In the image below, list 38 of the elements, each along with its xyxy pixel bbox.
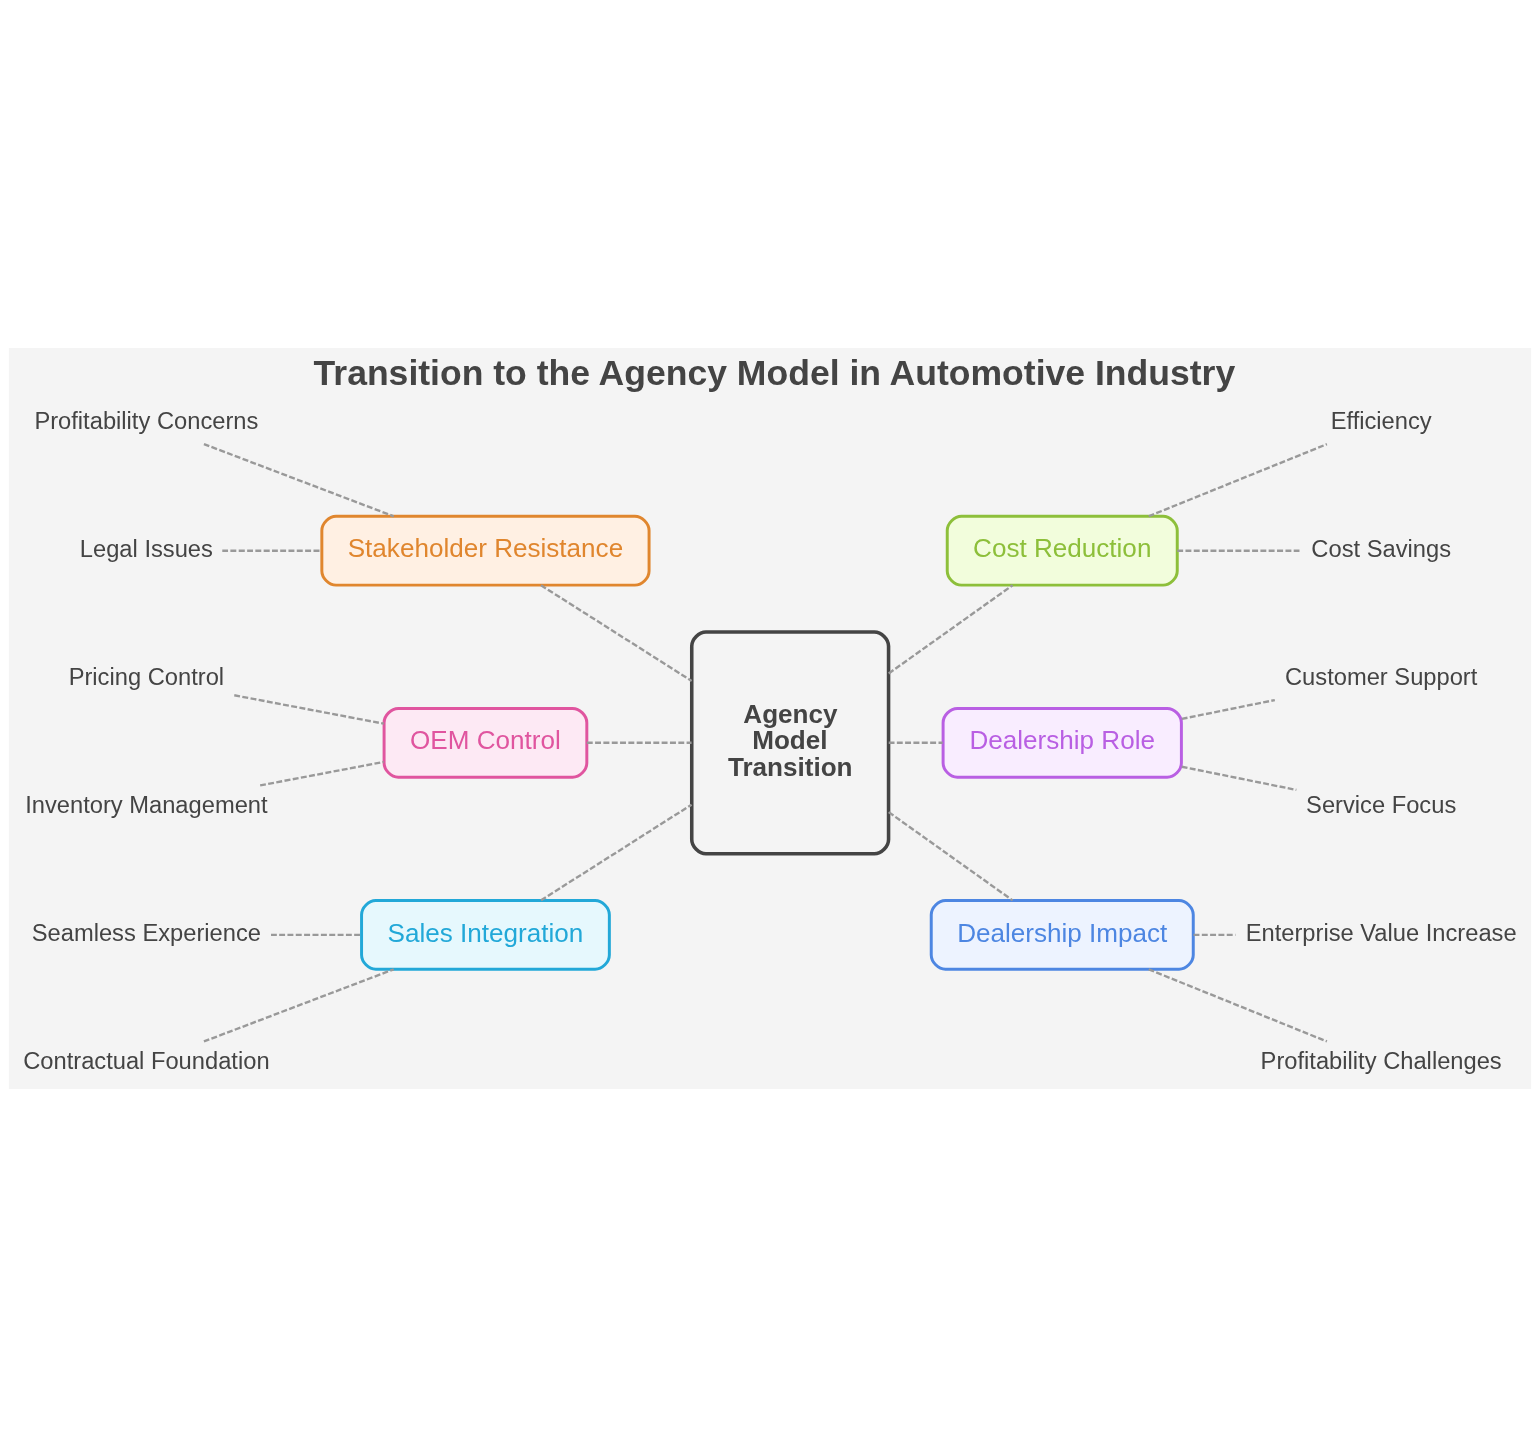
connector <box>203 442 395 517</box>
node-text: Enterprise Value Increase <box>1245 919 1517 946</box>
node-text: Pricing Control <box>68 663 225 690</box>
connector <box>1148 967 1328 1043</box>
node-text: Legal Issues <box>79 535 213 562</box>
node-box: Cost Reduction <box>945 514 1179 587</box>
connector <box>222 549 322 552</box>
node-text: Contractual Foundation <box>23 1047 270 1074</box>
connector <box>1148 442 1328 517</box>
connector <box>1193 933 1236 936</box>
connector <box>888 741 943 744</box>
node-text: Profitability Challenges <box>1260 1047 1502 1074</box>
node-text: Profitability Concerns <box>34 407 259 434</box>
node-box: Sales Integration <box>360 898 611 971</box>
connector <box>203 967 395 1043</box>
node-box: Dealership Role <box>941 706 1183 779</box>
connector <box>259 760 384 787</box>
connector <box>888 583 1014 674</box>
node-box: Dealership Impact <box>929 898 1195 971</box>
node-text: Inventory Management <box>25 791 268 818</box>
connector <box>586 741 692 744</box>
connector <box>1181 698 1276 720</box>
node-box: Stakeholder Resistance <box>320 514 651 587</box>
connector <box>888 810 1014 901</box>
diagram-title: Transition to the Agency Model in Automotive Industry <box>313 352 1236 393</box>
connector <box>540 583 693 682</box>
node-text: Cost Savings <box>1311 535 1451 562</box>
node-text: Customer Support <box>1285 663 1478 690</box>
node-box: Agency Model Transition <box>689 629 891 855</box>
node-box: OEM Control <box>382 706 589 779</box>
node-text: Efficiency <box>1330 407 1432 434</box>
node-text: Service Focus <box>1306 791 1457 818</box>
connector <box>271 933 362 936</box>
connector <box>234 693 385 725</box>
node-text: Seamless Experience <box>31 919 261 946</box>
connector <box>540 803 693 901</box>
connector <box>1177 549 1302 552</box>
connector <box>1181 765 1297 791</box>
